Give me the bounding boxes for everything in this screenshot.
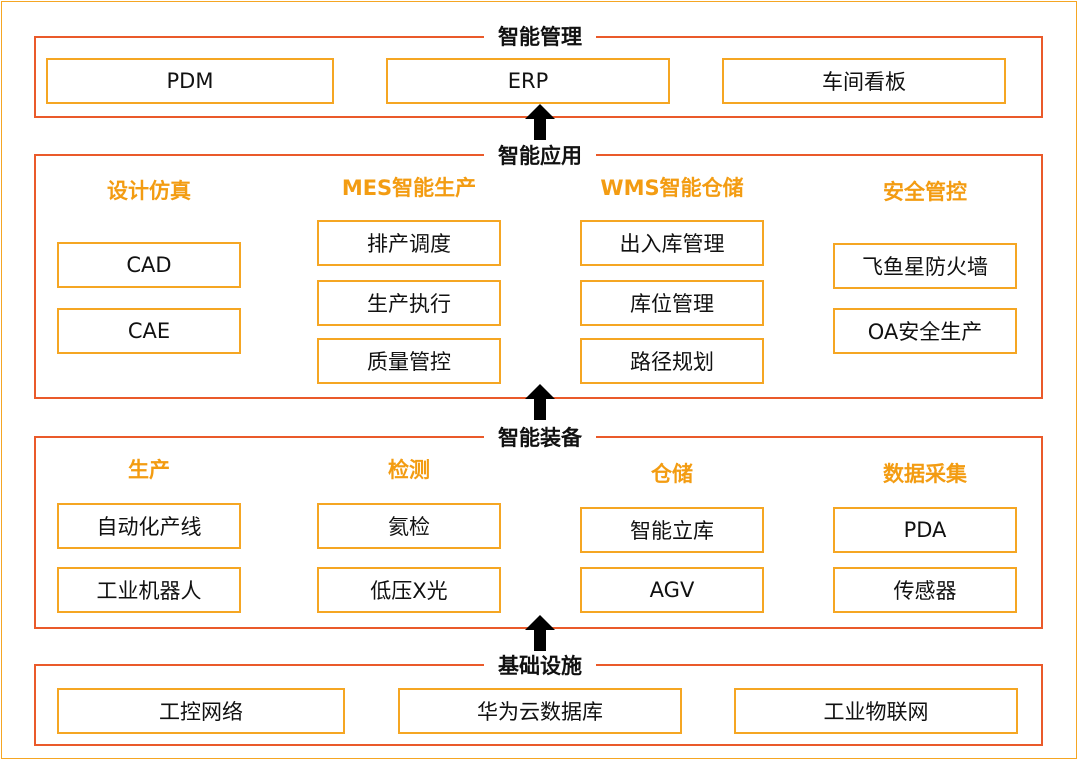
management-item-workshop-board: 车间看板 [722,58,1006,104]
equip-item-helium-test: 氦检 [317,503,501,549]
app-item-quality-control: 质量管控 [317,338,501,384]
category-mes: MES智能生产 [341,176,477,200]
management-item-pdm: PDM [46,58,334,104]
category-data-collection: 数据采集 [883,462,967,486]
arrow-up-icon [525,104,555,140]
equip-item-agv: AGV [580,567,764,613]
equip-item-pda: PDA [833,507,1017,553]
app-item-production-execution: 生产执行 [317,280,501,326]
equipment-layer-title: 智能装备 [484,423,596,453]
category-wms: WMS智能仓储 [600,176,744,200]
infra-item-industrial-network: 工控网络 [57,688,345,734]
category-inspection: 检测 [388,458,430,482]
equip-item-industrial-robot: 工业机器人 [57,567,241,613]
app-item-inbound-outbound: 出入库管理 [580,220,764,266]
infra-item-huawei-cloud-db: 华为云数据库 [398,688,682,734]
app-item-cad: CAD [57,242,241,288]
app-item-oa-safety: OA安全生产 [833,308,1017,354]
app-item-scheduling: 排产调度 [317,220,501,266]
arrow-up-icon [525,615,555,651]
category-security: 安全管控 [883,180,967,204]
equip-item-low-voltage-xray: 低压X光 [317,567,501,613]
category-production: 生产 [128,458,170,482]
management-item-erp: ERP [386,58,670,104]
category-design-simulation: 设计仿真 [107,179,191,203]
arrow-up-icon [525,384,555,420]
application-layer-title: 智能应用 [484,141,596,171]
equip-item-automated-line: 自动化产线 [57,503,241,549]
app-item-firewall: 飞鱼星防火墙 [833,243,1017,289]
app-item-cae: CAE [57,308,241,354]
app-item-location-management: 库位管理 [580,280,764,326]
equip-item-smart-warehouse: 智能立库 [580,507,764,553]
infrastructure-layer-title: 基础设施 [484,651,596,681]
app-item-path-planning: 路径规划 [580,338,764,384]
management-layer-title: 智能管理 [484,22,596,52]
equip-item-sensor: 传感器 [833,567,1017,613]
category-storage: 仓储 [651,462,693,486]
infra-item-iiot: 工业物联网 [734,688,1018,734]
